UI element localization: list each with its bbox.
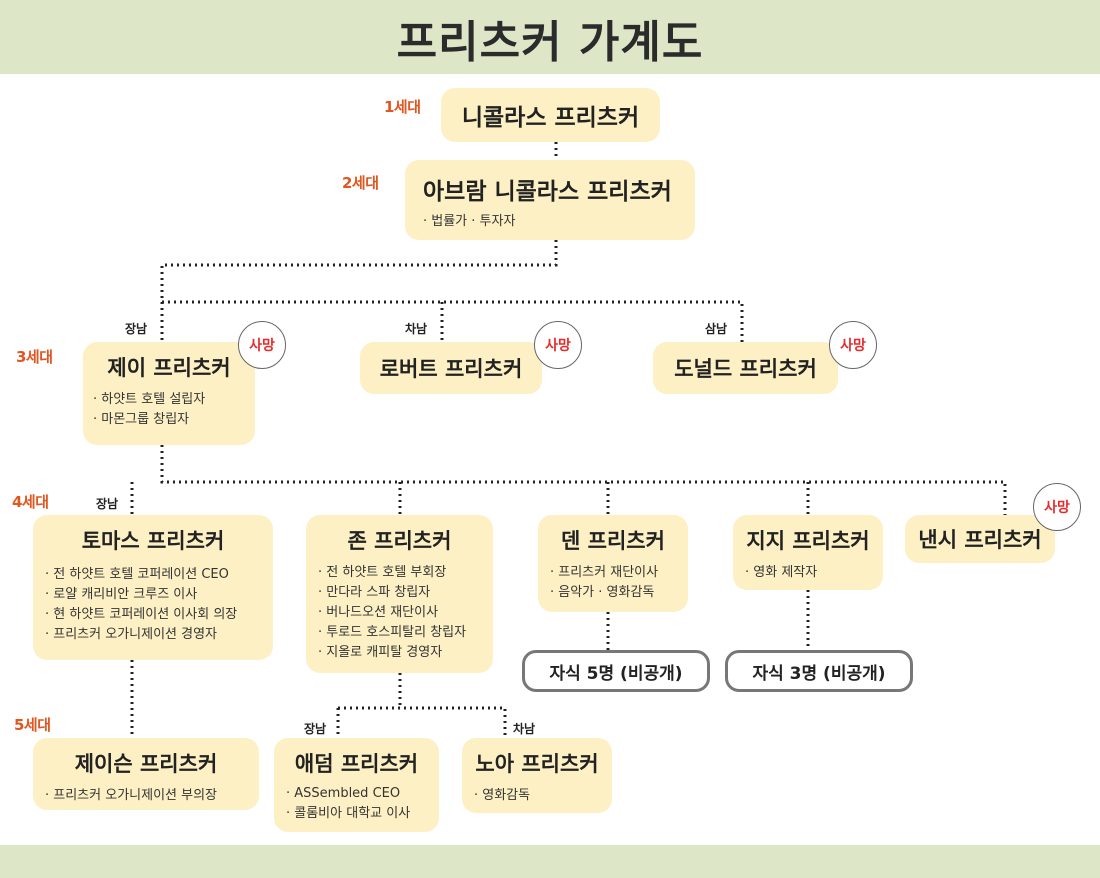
person-card-donald: 도널드 프리츠커 bbox=[653, 342, 838, 394]
person-detail: · 마몬그룹 창립자 bbox=[93, 412, 190, 427]
person-name: 니콜라스 프리츠커 bbox=[461, 105, 640, 131]
person-detail: · 음악가 · 영화감독 bbox=[550, 585, 655, 600]
person-name: 노아 프리츠커 bbox=[475, 752, 599, 776]
person-card-nancy: 낸시 프리츠커 bbox=[905, 515, 1055, 563]
person-card-john: 존 프리츠커 · 전 하얏트 호텔 부회장 · 만다라 스파 창립자 · 버나드… bbox=[306, 515, 493, 673]
connector-3-4-stem bbox=[160, 445, 1007, 515]
person-card-noah: 노아 프리츠커 · 영화감독 bbox=[462, 738, 612, 813]
person-detail: · ASSembled CEO bbox=[286, 786, 401, 801]
person-name: 제이 프리츠커 bbox=[107, 356, 231, 380]
person-detail: · 법률가 · 투자자 bbox=[423, 214, 516, 229]
connector-2-3-stem bbox=[160, 240, 558, 342]
deceased-badge-donald: 사망 bbox=[829, 321, 877, 369]
person-card-gigi: 지지 프리츠커 · 영화 제작자 bbox=[733, 515, 883, 590]
generation-label-2: 2세대 bbox=[342, 174, 379, 192]
relation-label-thomas: 장남 bbox=[96, 497, 119, 511]
person-detail: · 프리츠커 재단이사 bbox=[550, 565, 659, 580]
person-name: 토마스 프리츠커 bbox=[81, 529, 225, 553]
deceased-badge-robert: 사망 bbox=[534, 321, 582, 369]
connector-3-bar bbox=[162, 300, 744, 342]
relation-label-noah: 차남 bbox=[513, 722, 536, 736]
children-note-dan: 자식 5명 (비공개) bbox=[522, 650, 710, 692]
person-card-nicholas: 니콜라스 프리츠커 bbox=[441, 88, 660, 142]
person-card-jason: 제이슨 프리츠커 · 프리츠커 오가니제이션 부의장 bbox=[33, 738, 259, 810]
generation-label-3: 3세대 bbox=[16, 348, 53, 366]
page-title: 프리츠커 가계도 bbox=[396, 17, 704, 68]
relation-label-robert: 차남 bbox=[405, 322, 428, 336]
relation-label-donald: 삼남 bbox=[705, 322, 728, 336]
person-card-robert: 로버트 프리츠커 bbox=[360, 342, 542, 394]
person-detail: · 지올로 캐피탈 경영자 bbox=[318, 645, 443, 660]
person-name: 제이슨 프리츠커 bbox=[74, 752, 218, 776]
relation-label-adam: 장남 bbox=[304, 722, 327, 736]
person-card-abram: 아브람 니콜라스 프리츠커 · 법률가 · 투자자 bbox=[405, 160, 695, 240]
person-detail: · 프리츠커 오가니제이션 부의장 bbox=[45, 788, 218, 803]
person-detail: · 전 하얏트 호텔 코퍼레이션 CEO bbox=[45, 567, 229, 582]
generation-label-5: 5세대 bbox=[14, 716, 51, 734]
person-name: 존 프리츠커 bbox=[347, 529, 452, 553]
deceased-badge-jay: 사망 bbox=[238, 321, 286, 369]
person-detail: · 만다라 스파 창립자 bbox=[318, 585, 431, 600]
relation-label-jay: 장남 bbox=[125, 322, 148, 336]
person-name: 낸시 프리츠커 bbox=[918, 528, 1042, 552]
person-name: 도널드 프리츠커 bbox=[674, 357, 817, 381]
person-detail: · 로얄 캐리비안 크루즈 이사 bbox=[45, 587, 198, 602]
person-card-thomas: 토마스 프리츠커 · 전 하얏트 호텔 코퍼레이션 CEO · 로얄 캐리비안 … bbox=[33, 515, 273, 660]
person-detail: · 버나드오션 재단이사 bbox=[318, 605, 439, 620]
person-detail: · 콜롬비아 대학교 이사 bbox=[286, 806, 411, 821]
person-detail: · 투로드 호스피탈리 창립자 bbox=[318, 625, 467, 640]
footer-band bbox=[0, 845, 1100, 878]
person-card-dan: 덴 프리츠커 · 프리츠커 재단이사 · 음악가 · 영화감독 bbox=[538, 515, 688, 612]
header-band bbox=[0, 0, 1100, 74]
person-card-jay: 제이 프리츠커 · 하얏트 호텔 설립자 · 마몬그룹 창립자 bbox=[83, 342, 255, 445]
person-name: 애덤 프리츠커 bbox=[294, 752, 419, 776]
person-name: 덴 프리츠커 bbox=[561, 529, 665, 553]
children-note-gigi: 자식 3명 (비공개) bbox=[725, 650, 913, 692]
deceased-badge-nancy: 사망 bbox=[1033, 483, 1081, 531]
generation-label-4: 4세대 bbox=[12, 493, 49, 511]
connector-john-sons bbox=[338, 706, 507, 738]
generation-label-1: 1세대 bbox=[384, 98, 421, 116]
person-detail: · 영화 제작자 bbox=[745, 565, 818, 580]
person-name: 지지 프리츠커 bbox=[746, 529, 870, 553]
person-name: 아브람 니콜라스 프리츠커 bbox=[423, 179, 672, 205]
person-name: 로버트 프리츠커 bbox=[379, 357, 523, 381]
person-detail: · 프리츠커 오가니제이션 경영자 bbox=[45, 627, 218, 642]
person-detail: · 현 하얏트 코퍼레이션 이사회 의장 bbox=[45, 607, 238, 622]
person-detail: · 전 하얏트 호텔 부회장 bbox=[318, 565, 447, 580]
person-card-adam: 애덤 프리츠커 · ASSembled CEO · 콜롬비아 대학교 이사 bbox=[274, 738, 439, 832]
person-detail: · 하얏트 호텔 설립자 bbox=[93, 392, 206, 407]
person-detail: · 영화감독 bbox=[474, 788, 531, 803]
